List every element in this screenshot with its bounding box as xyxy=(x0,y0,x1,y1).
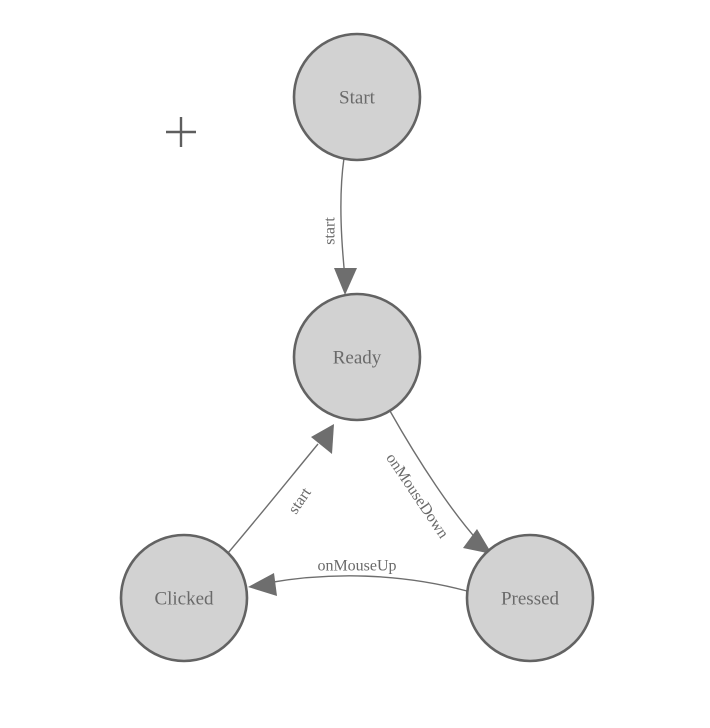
node-ready-circle xyxy=(292,292,422,422)
edge-pressed-to-clicked[interactable]: onMouseUp xyxy=(248,558,468,597)
node-ready-label: Ready xyxy=(333,348,382,369)
edge-label-ready-to-pressed: onMouseDown xyxy=(382,450,451,541)
edge-path-ready-to-pressed xyxy=(389,410,480,543)
edge-path-clicked-to-ready xyxy=(227,443,319,554)
node-pressed-circle xyxy=(465,533,595,663)
node-pressed-label: Pressed xyxy=(501,589,560,610)
node-start-label: Start xyxy=(339,88,376,109)
edge-path-start-to-ready xyxy=(340,157,346,279)
arrowhead-into-ready-top xyxy=(334,268,357,295)
node-clicked[interactable]: Clicked xyxy=(119,533,249,663)
edge-label-clicked-to-ready: start xyxy=(285,484,315,517)
node-clicked-circle xyxy=(119,533,249,663)
node-pressed[interactable]: Pressed xyxy=(465,533,595,663)
edge-label-pressed-to-clicked: onMouseUp xyxy=(317,558,396,575)
edge-clicked-to-ready[interactable]: start xyxy=(227,424,334,554)
node-ready[interactable]: Ready xyxy=(292,292,422,422)
node-start-circle xyxy=(292,32,422,162)
arrowhead-into-pressed xyxy=(463,529,492,554)
edge-label-start-to-ready: start xyxy=(322,217,339,245)
arrowhead-into-ready-bottom xyxy=(311,424,334,454)
edge-start-to-ready[interactable]: start xyxy=(322,157,358,295)
node-start[interactable]: Start xyxy=(292,32,422,162)
arrowhead-into-clicked xyxy=(248,573,277,596)
plus-marker[interactable] xyxy=(166,117,196,147)
edge-path-pressed-to-clicked xyxy=(266,575,468,592)
node-clicked-label: Clicked xyxy=(154,589,214,610)
edge-ready-to-pressed[interactable]: onMouseDown xyxy=(382,410,492,554)
